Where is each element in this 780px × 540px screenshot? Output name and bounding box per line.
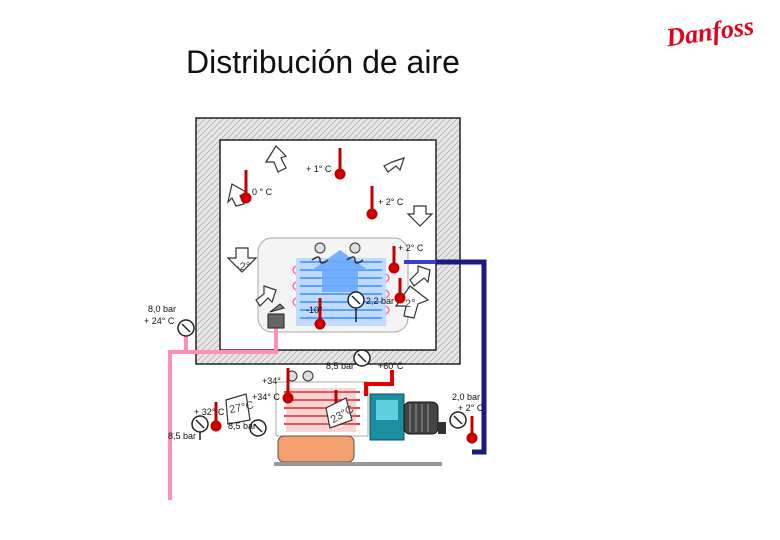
temp-label: + 32° C: [194, 407, 225, 417]
condensing-unit: [274, 370, 446, 466]
evaporator-fan-icon: [311, 242, 364, 264]
air-flow-arrows: [226, 145, 434, 319]
pressure-label: 8,5 bar: [228, 421, 256, 431]
temp-label: +34°: [262, 376, 281, 386]
temp-label: +34° C: [252, 392, 280, 402]
temp-label: 27°C: [228, 399, 255, 416]
condenser-fan-icon: [286, 370, 314, 382]
danfoss-logo: Danfoss: [663, 14, 755, 50]
expansion-valve-icon: [267, 303, 285, 329]
temp-label: + 24° C: [144, 316, 175, 326]
suction-line: [436, 259, 487, 455]
temp-label: + 1° C: [306, 164, 332, 174]
pressure-label: 8,5 bar: [326, 361, 354, 371]
page-title: Distribución de aire: [186, 44, 460, 80]
pressure-label: 2,0 bar: [452, 392, 480, 402]
temp-label: -10°: [306, 305, 323, 315]
pressure-label: 8,0 bar: [148, 304, 176, 314]
condenser-air-arrows: [225, 393, 353, 429]
temp-label: + 2° C: [378, 197, 404, 207]
liquid-line: [168, 322, 278, 500]
evaporator: [257, 237, 409, 333]
pressure-label: 8,5 bar: [168, 431, 196, 441]
temp-label: + 2° C: [398, 243, 424, 253]
temp-label: -2°: [236, 261, 250, 273]
pressure-label: 2,2 bar: [366, 296, 394, 306]
thermometer-icon: [240, 148, 406, 330]
temp-label: + 2° C: [458, 403, 484, 413]
temp-label: 2°: [405, 298, 416, 310]
temp-label: 0 ° C: [252, 187, 273, 197]
temp-label: +60°C: [378, 361, 404, 371]
